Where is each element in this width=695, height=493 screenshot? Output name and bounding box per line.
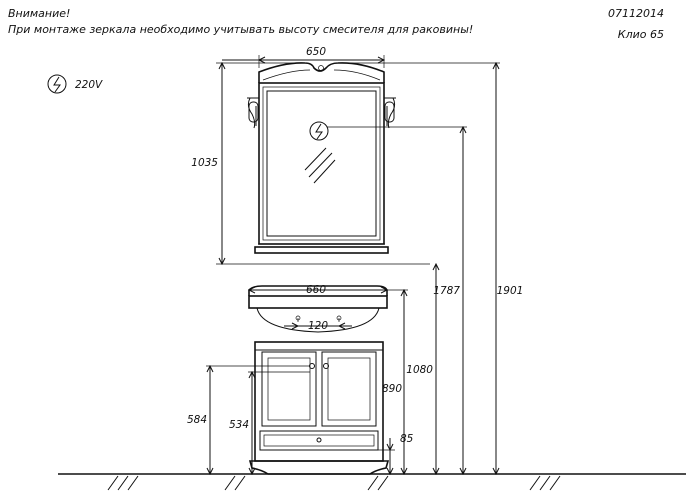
dim-tap-spacing: 120 <box>308 320 328 332</box>
warning-text: При монтаже зеркала необходимо учитывать… <box>8 23 473 36</box>
dim-1787: 1787 <box>433 285 460 297</box>
dim-1080: 1080 <box>406 364 433 376</box>
dim-1901: 1901 <box>497 285 524 297</box>
dim-584: 584 <box>187 414 207 426</box>
voltage-label: 220V <box>75 79 103 91</box>
dim-mirror-width: 650 <box>306 46 326 58</box>
warning-title: Внимание! <box>8 7 70 20</box>
electrical-outlet-icon <box>47 74 67 94</box>
floor-line <box>58 473 686 491</box>
dimension-lines <box>206 55 500 476</box>
dim-85: 85 <box>400 433 414 445</box>
model-name: Клио 65 <box>618 28 664 41</box>
vanity-drawing <box>248 285 390 475</box>
dim-534: 534 <box>229 419 249 431</box>
dim-vanity-width: 660 <box>306 284 326 296</box>
dim-890: 890 <box>382 383 402 395</box>
document-code: 07112014 <box>608 7 664 20</box>
mirror-drawing <box>247 62 396 254</box>
dim-mirror-height: 1035 <box>191 157 218 169</box>
